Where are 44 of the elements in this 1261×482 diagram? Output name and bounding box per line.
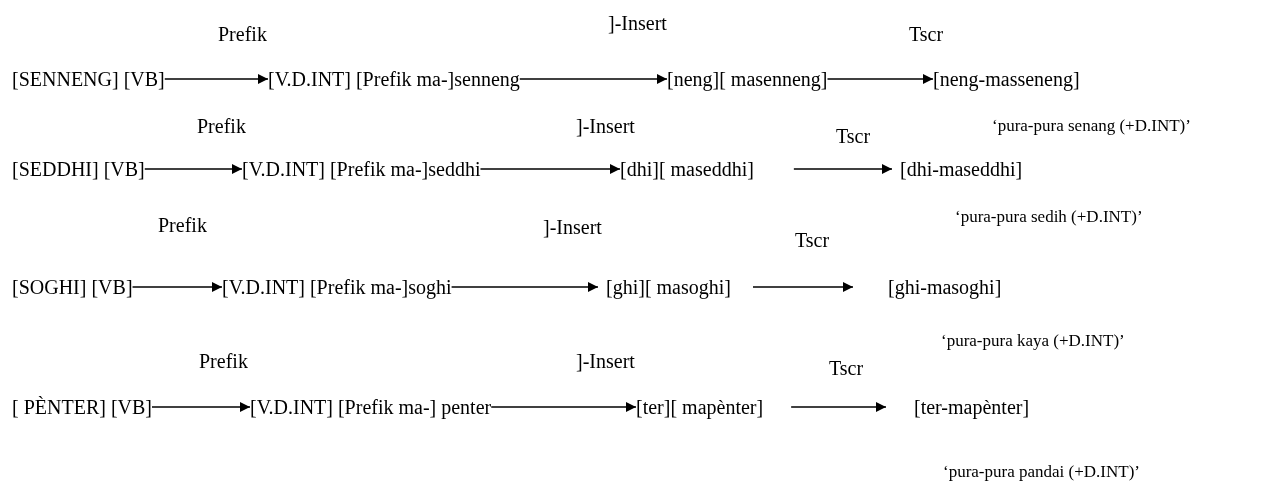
arrow [131, 282, 223, 292]
arrow [479, 164, 621, 174]
arrow [151, 402, 251, 412]
phrase-text: [ghi][ masoghi] [606, 276, 731, 298]
edge-label: ]-Insert [576, 350, 635, 372]
edge-label: Prefik [158, 214, 207, 236]
phrase-text: [ter-mapènter] [914, 396, 1030, 418]
edge-label: Prefik [199, 350, 248, 372]
edge-label: ]-Insert [543, 216, 602, 238]
gloss-text: ‘pura-pura kaya (+D.INT)’ [941, 331, 1125, 351]
edge-label: Tscr [795, 229, 830, 251]
arrow [164, 74, 269, 84]
arrow [144, 164, 243, 174]
edge-label: ]-Insert [576, 115, 635, 137]
phrase-text: [neng][ masenneng] [667, 68, 828, 90]
arrow [450, 282, 599, 292]
phrase-text: [SEDDHI] [VB] [12, 158, 145, 180]
arrow [490, 402, 637, 412]
arrow [519, 74, 668, 84]
gloss-text: ‘pura-pura sedih (+D.INT)’ [955, 207, 1143, 227]
arrow [793, 164, 893, 174]
phrase-text: [V.D.INT] [Prefik ma-] penter [250, 396, 492, 418]
phrase-text: [ghi-masoghi] [888, 276, 1002, 298]
phrase-text: [V.D.INT] [Prefik ma-]senneng [268, 68, 520, 90]
phrase-text: [SOGHI] [VB] [12, 276, 133, 298]
phrase-text: [ter][ mapènter] [636, 396, 764, 418]
phrase-text: [V.D.INT] [Prefik ma-]seddhi [242, 158, 481, 180]
phrase-text: [ PÈNTER] [VB] [12, 396, 152, 418]
phrase-text: [dhi-maseddhi] [900, 158, 1023, 180]
gloss-text: ‘pura-pura pandai (+D.INT)’ [943, 462, 1140, 482]
edge-label: Prefik [197, 115, 246, 137]
arrow [790, 402, 887, 412]
edge-label: Tscr [909, 23, 944, 45]
edge-label: Prefik [218, 23, 267, 45]
edge-label: ]-Insert [608, 12, 667, 34]
edge-label: Tscr [829, 357, 864, 379]
arrow [826, 74, 934, 84]
phrase-text: [neng-masseneng] [933, 68, 1080, 90]
gloss-text: ‘pura-pura senang (+D.INT)’ [992, 116, 1191, 136]
phrase-text: [V.D.INT] [Prefik ma-]soghi [222, 276, 452, 298]
phrase-text: [dhi][ maseddhi] [620, 158, 754, 180]
phrase-text: [SENNENG] [VB] [12, 68, 165, 90]
arrow [752, 282, 854, 292]
edge-label: Tscr [836, 125, 871, 147]
